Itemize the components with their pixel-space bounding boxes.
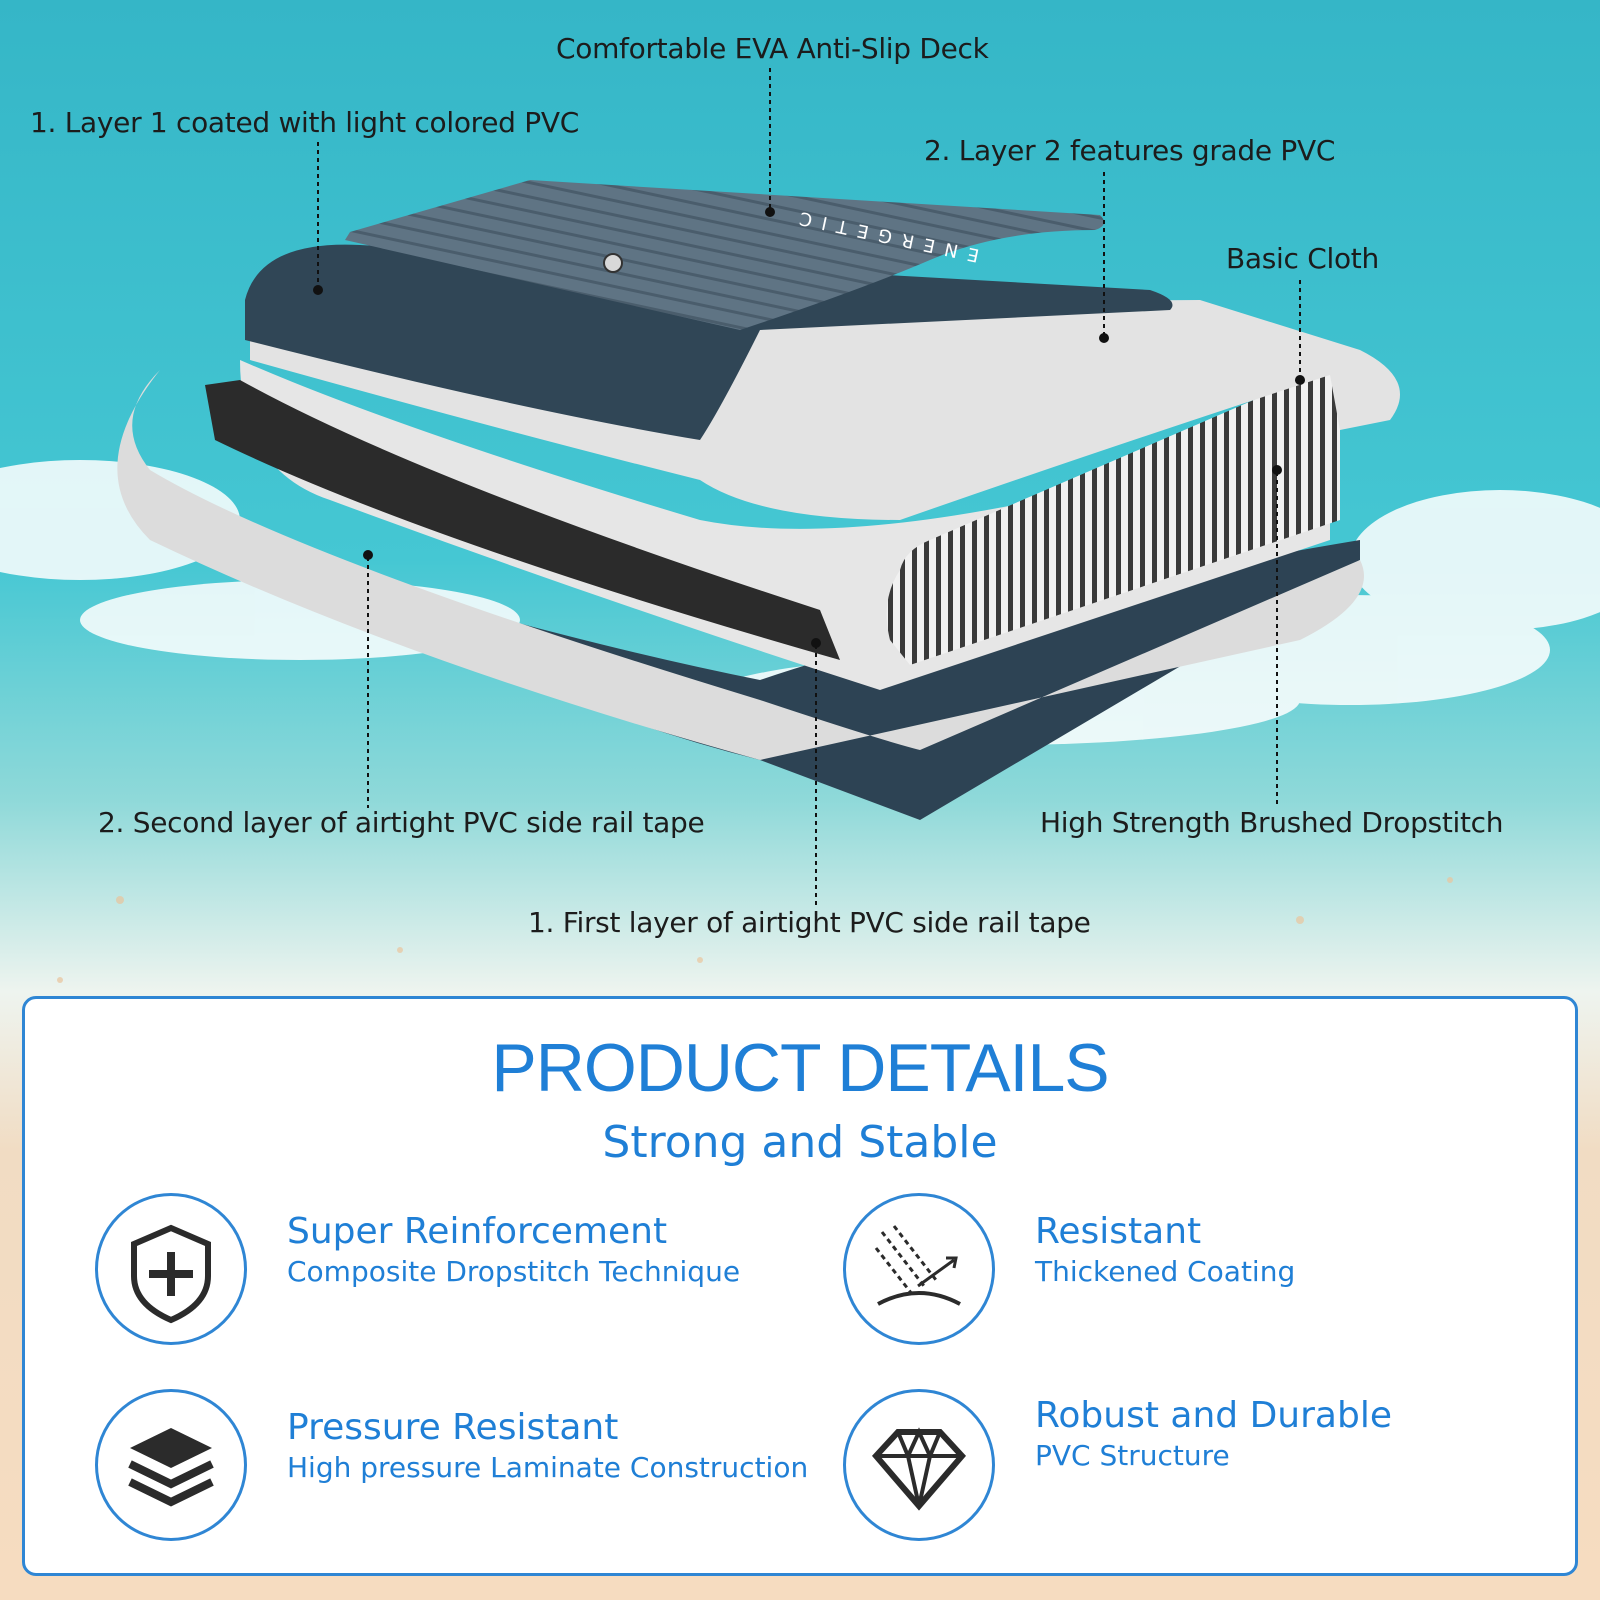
callout-dropstitch: High Strength Brushed Dropstitch [1040,806,1504,839]
callout-second-rail: 2. Second layer of airtight PVC side rai… [98,806,705,839]
product-details-panel: PRODUCT DETAILS Strong and Stable Super … [22,996,1578,1576]
black-rail-strip [205,380,840,660]
feature-desc: High pressure Laminate Construction [287,1451,809,1484]
feature-title: Resistant [1035,1211,1202,1252]
panel-title: PRODUCT DETAILS [491,1030,1109,1106]
callout-layer1: 1. Layer 1 coated with light colored PVC [30,106,579,139]
sun-rays-icon [874,1225,961,1306]
feature-icon-circle [95,1389,247,1541]
callout-first-rail: 1. First layer of airtight PVC side rail… [528,906,1091,939]
shield-plus-icon [131,1224,211,1324]
leader-dots [313,207,1305,648]
feature-title: Pressure Resistant [287,1407,619,1448]
callout-layer2: 2. Layer 2 features grade PVC [924,134,1336,167]
feature-title: Robust and Durable [1035,1395,1392,1436]
layers-icon [128,1428,214,1507]
feature-desc: Composite Dropstitch Technique [287,1255,741,1288]
dropstitch-core [886,373,1340,665]
diamond-icon [871,1427,967,1511]
feature-icon-circle [95,1193,247,1345]
eva-deck [345,180,1104,330]
layer1-navy [245,244,1173,440]
feature-icon-circle [843,1193,995,1345]
sand-speckles [57,877,1453,983]
feature-desc: Thickened Coating [1035,1255,1296,1288]
callout-basic-cloth: Basic Cloth [1226,242,1379,275]
callout-eva-deck: Comfortable EVA Anti-Slip Deck [556,32,989,65]
feature-title: Super Reinforcement [287,1211,668,1252]
valve [603,253,623,273]
feature-desc: PVC Structure [1035,1439,1230,1472]
leader-lines [317,68,1301,905]
panel-subtitle: Strong and Stable [602,1117,998,1168]
feature-icon-circle [843,1389,995,1541]
